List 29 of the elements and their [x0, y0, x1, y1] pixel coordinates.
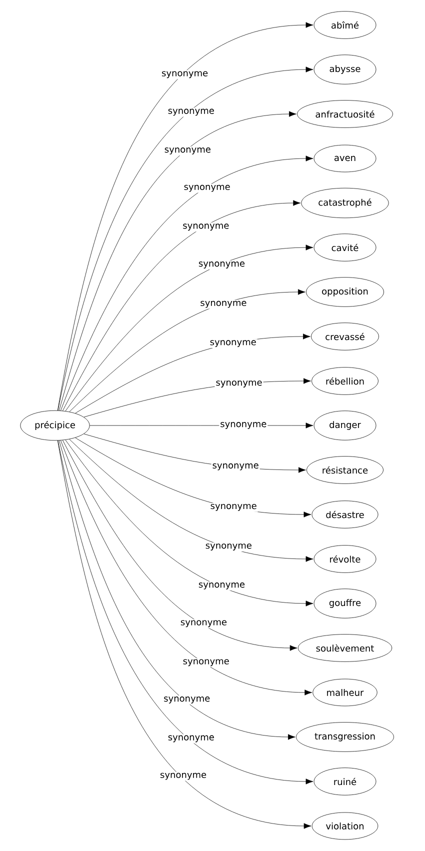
edge-label: synonyme	[199, 300, 248, 309]
arrow	[60, 156, 314, 411]
edge-label: synonyme	[208, 339, 258, 348]
edge-label: synonyme	[160, 70, 210, 80]
edge-label: synonyme	[211, 462, 260, 472]
edge-label: synonyme	[182, 184, 232, 193]
edge-label: synonyme	[214, 380, 264, 388]
edge-label: synonyme	[158, 772, 208, 781]
edge-label: synonyme	[219, 421, 268, 430]
arrow	[62, 200, 301, 411]
arrow	[62, 440, 298, 651]
edge-label: synonyme	[197, 582, 246, 590]
edge-label: synonyme	[197, 260, 246, 270]
arrow	[69, 289, 306, 412]
arrow	[58, 440, 296, 740]
edge-label: synonyme	[204, 542, 253, 552]
edge-label: synonyme	[166, 734, 216, 744]
edge-label: synonyme	[163, 146, 212, 156]
edge-label: synonyme	[166, 108, 216, 117]
arrow	[60, 440, 312, 696]
arrow	[69, 439, 314, 562]
edge-label: synonyme	[182, 222, 230, 232]
edge-label: synonyme	[209, 502, 258, 512]
edge-label: synonyme	[182, 658, 230, 668]
arrow	[65, 244, 314, 412]
edge-label: synonyme	[179, 619, 228, 628]
arrow	[65, 440, 314, 606]
edge-label: synonyme	[162, 696, 212, 704]
arrow	[58, 111, 296, 411]
